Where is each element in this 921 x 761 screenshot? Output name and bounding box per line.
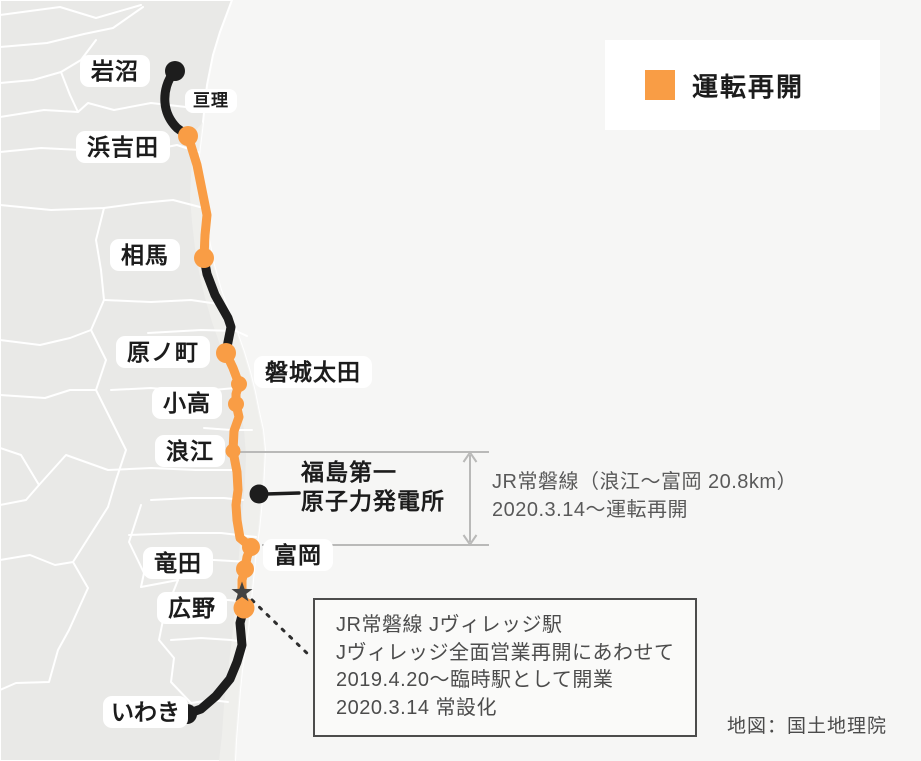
station-dot-odaka [228, 396, 244, 412]
station-label-iwakiota: 磐城太田 [254, 356, 372, 389]
rail-black-iwanuma-hamayoshida [160, 66, 193, 141]
station-label-hamayoshida: 浜吉田 [76, 131, 170, 164]
fukushima-daiichi-label-line2: 原子力発電所 [301, 488, 445, 514]
station-dot-hirono [233, 597, 255, 619]
jvillage-note-line1: JR常磐線 Jヴィレッジ駅 [336, 614, 563, 636]
jvillage-note-line2: Jヴィレッジ全面営業再開にあわせて [336, 641, 675, 664]
station-dots [165, 61, 260, 724]
section-annotation-line1: JR常磐線（浪江～富岡 20.8km） [492, 471, 798, 493]
jvillage-note-line3: 2019.4.20～臨時駅として開業 [336, 669, 614, 691]
station-label-tomioka: 富岡 [263, 539, 333, 572]
station-dot-hamayoshida [178, 126, 198, 146]
fukushima-daiichi-dot [249, 484, 269, 504]
station-label-haranomachi: 原ノ町 [116, 336, 210, 369]
jvillage-star-icon [231, 581, 253, 602]
legend-resumed-swatch-icon [645, 70, 675, 100]
fukushima-daiichi-label: 福島第一 原子力発電所 [301, 458, 445, 516]
station-dot-iwanuma [165, 61, 185, 81]
station-dot-soma [194, 248, 214, 268]
fukushima-daiichi-marker [249, 484, 301, 504]
legend: 運転再開 [605, 40, 880, 130]
bracket-arrow-up-icon [462, 450, 478, 463]
station-dot-namie [225, 443, 241, 459]
rail-black-hirono-iwaki [182, 603, 249, 719]
station-label-watari: 亘理 [185, 89, 237, 113]
fukushima-daiichi-label-line1: 福島第一 [301, 459, 397, 485]
map-attribution: 地図：国土地理院 [727, 716, 888, 737]
station-label-odaka: 小高 [152, 387, 222, 420]
rail-black-soma-haranomachi [199, 253, 236, 358]
station-dot-tatsuta [236, 560, 254, 578]
leader-dotted-line [250, 598, 314, 660]
bracket-arrow-down-icon [462, 534, 478, 547]
jvillage-note-line4: 2020.3.14 常設化 [336, 696, 498, 719]
station-label-iwanuma: 岩沼 [80, 55, 150, 88]
station-dot-haranomachi [216, 343, 236, 363]
station-label-iwaki: いわき [103, 696, 188, 729]
rail-resumed-hamayoshida-soma [183, 131, 212, 263]
station-label-hirono: 広野 [157, 592, 227, 625]
fukushima-daiichi-pointer [264, 491, 301, 496]
station-label-tatsuta: 竜田 [143, 547, 213, 580]
section-annotation: JR常磐線（浪江～富岡 20.8km） 2020.3.14～運転再開 [492, 468, 797, 524]
station-label-soma: 相馬 [110, 239, 180, 272]
section-annotation-line2: 2020.3.14～運転再開 [492, 499, 688, 521]
station-label-namie: 浪江 [155, 435, 225, 468]
jvillage-note: JR常磐線 Jヴィレッジ駅 Jヴィレッジ全面営業再開にあわせて 2019.4.2… [313, 598, 697, 737]
legend-resumed-label: 運転再開 [692, 71, 805, 102]
station-dot-tomioka [242, 538, 260, 556]
station-dot-iwakiota [231, 376, 247, 392]
